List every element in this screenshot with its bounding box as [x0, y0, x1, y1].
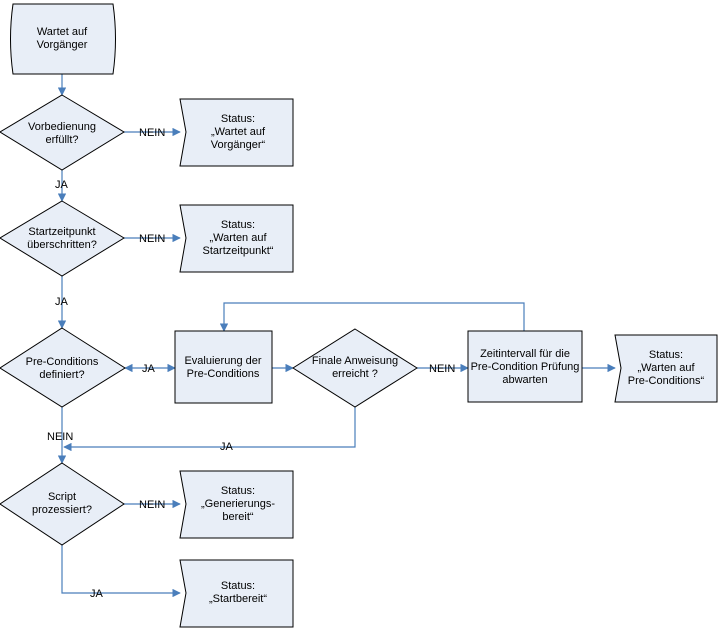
status-startbereit: Status: „Startbereit“ — [179, 559, 294, 628]
s4-line-1: Status: — [221, 485, 255, 497]
d2-line-2: überschritten? — [27, 239, 97, 251]
label-nein-d5: NEIN — [139, 499, 165, 511]
d4-line-2: erreicht ? — [332, 368, 378, 380]
status-warten-auf-startzeitpunkt: Status: „Warten auf Startzeitpunkt“ — [179, 204, 294, 273]
p2-line-2: Pre-Condition Prüfung — [471, 361, 580, 373]
start-line-2: Vorgänger — [37, 39, 88, 51]
label-nein-d2: NEIN — [139, 233, 165, 245]
s4-line-3: bereit“ — [222, 511, 254, 523]
d1-line-2: erfüllt? — [45, 134, 78, 146]
s3-line-1: Status: — [649, 349, 683, 361]
connectors — [57, 74, 616, 598]
edge-d5-s5 — [61, 545, 181, 598]
s5-line-2: „Startbereit“ — [209, 593, 267, 605]
s2-line-2: „Warten auf — [209, 232, 267, 244]
s1-line-1: Status: — [221, 113, 255, 125]
label-ja-d2: JA — [55, 296, 69, 308]
s1-line-3: Vorgänger“ — [211, 139, 266, 151]
start-node: Wartet auf Vorgänger — [10, 3, 116, 75]
start-line-1: Wartet auf — [37, 26, 88, 38]
label-ja-d1: JA — [55, 179, 69, 191]
s3-line-2: „Warten auf — [637, 362, 695, 374]
d1-line-1: Vorbedienung — [28, 121, 96, 133]
decision-startzeitpunkt: Startzeitpunkt überschritten? — [0, 200, 125, 277]
status-wartet-auf-vorgaenger: Status: „Wartet auf Vorgänger“ — [179, 98, 294, 167]
process-zeitintervall: Zeitintervall für die Pre-Condition Prüf… — [467, 330, 583, 403]
d3-line-2: definiert? — [39, 369, 84, 381]
label-ja-d5: JA — [90, 588, 104, 600]
label-nein-d3: NEIN — [47, 431, 73, 443]
d5-line-2: prozessiert? — [32, 504, 92, 516]
status-generierungsbereit: Status: „Generierungs- bereit“ — [179, 470, 294, 539]
p1-line-1: Evaluierung der — [184, 355, 261, 367]
s4-line-2: „Generierungs- — [201, 498, 275, 510]
label-nein-d4: NEIN — [429, 363, 455, 375]
s2-line-3: Startzeitpunkt“ — [203, 245, 274, 257]
d2-line-1: Startzeitpunkt — [28, 226, 95, 238]
label-nein-d1: NEIN — [139, 127, 165, 139]
decision-vorbedienung: Vorbedienung erfüllt? — [0, 94, 125, 171]
s1-line-2: „Wartet auf — [211, 126, 266, 138]
s2-line-1: Status: — [221, 219, 255, 231]
edge-labels: NEIN JA NEIN JA JA NEIN NEIN JA NEIN JA — [47, 127, 455, 600]
decision-pre-conditions: Pre-Conditions definiert? — [0, 327, 126, 408]
p2-line-3: abwarten — [502, 374, 547, 386]
edge-p2-loop-p1 — [219, 302, 525, 332]
s3-line-3: Pre-Conditions“ — [628, 375, 705, 387]
decision-finale-anweisung: Finale Anweisung erreicht ? — [292, 328, 418, 408]
process-evaluierung: Evaluierung der Pre-Conditions — [174, 330, 273, 404]
status-warten-auf-pre-conditions: Status: „Warten auf Pre-Conditions“ — [614, 334, 718, 403]
edge-d4-merge — [63, 407, 356, 452]
d5-line-1: Script — [48, 491, 76, 503]
p1-line-2: Pre-Conditions — [187, 368, 260, 380]
label-ja-d3: JA — [142, 363, 156, 375]
s5-line-1: Status: — [221, 580, 255, 592]
decision-script: Script prozessiert? — [0, 462, 125, 546]
d3-line-1: Pre-Conditions — [26, 356, 99, 368]
d4-line-1: Finale Anweisung — [312, 355, 398, 367]
label-ja-d4: JA — [220, 441, 234, 453]
p2-line-1: Zeitintervall für die — [480, 348, 570, 360]
